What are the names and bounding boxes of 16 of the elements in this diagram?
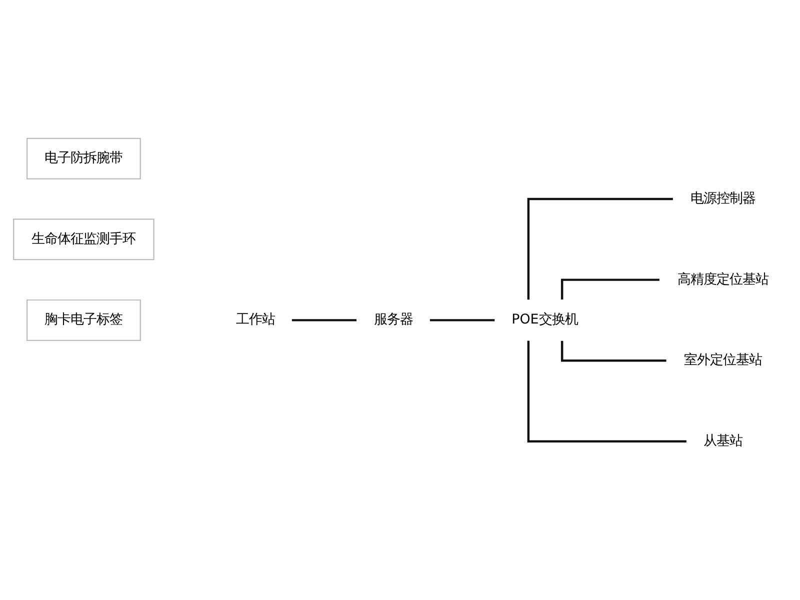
node-box: 胸卡电子标签 (26, 299, 141, 341)
connector (560, 278, 660, 300)
node-box: 电子防拆腕带 (26, 138, 141, 180)
connector (292, 319, 356, 322)
connector (527, 340, 686, 442)
connector (527, 198, 673, 300)
node-text: 电源控制器 (690, 192, 756, 207)
connector (430, 319, 495, 322)
node-box: 生命体征监测手环 (13, 218, 154, 260)
connector (560, 340, 666, 362)
node-text: 从基站 (704, 434, 743, 449)
node-text: 工作站 (236, 312, 275, 328)
node-text: 高精度定位基站 (678, 272, 769, 288)
node-text: 服务器 (374, 312, 413, 328)
node-text: POE交换机 (512, 312, 578, 328)
node-text: 室外定位基站 (684, 353, 762, 368)
